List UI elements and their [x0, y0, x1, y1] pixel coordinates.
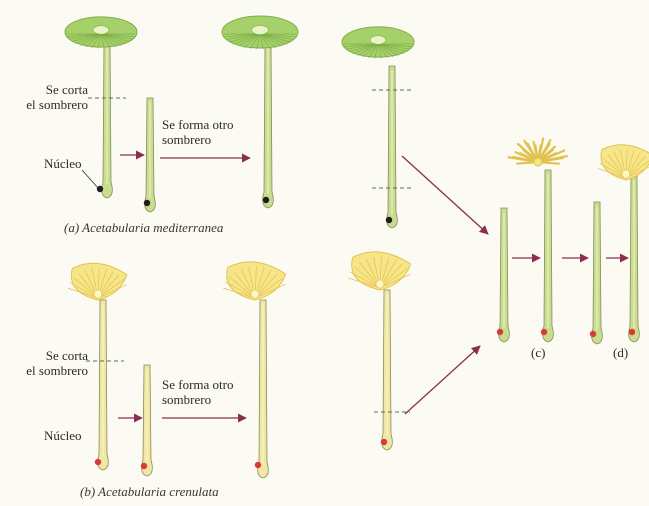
cap-green-a4 — [342, 27, 414, 58]
cap-green-a1 — [65, 17, 137, 48]
graft-stalk-2 — [543, 170, 554, 342]
nucleus-a4 — [386, 217, 392, 223]
graft-stalk-4 — [629, 176, 640, 342]
cap-yellow-b1 — [68, 263, 127, 300]
nucleus-label-b: Núcleo — [44, 428, 82, 443]
regrow-label-b: Se forma otro sombrero — [162, 377, 233, 407]
nucleus-a1 — [97, 186, 103, 192]
cut-cap-label-b: Se corta el sombrero — [10, 348, 88, 378]
panel-label-d: (d) — [613, 345, 628, 361]
stalk-b4 — [382, 290, 393, 450]
nucleus-pointer-a — [82, 170, 98, 188]
caption-b: (b) Acetabularia crenulata — [80, 484, 219, 500]
regrow-label-b-line2: sombrero — [162, 392, 233, 407]
graft-nucleus-3 — [590, 331, 596, 337]
cap-frilly-c — [509, 138, 567, 166]
graft-stalk-1 — [499, 208, 510, 342]
arrow-a-to-c — [402, 156, 488, 234]
graft-stalk-3 — [592, 202, 603, 344]
cut-cap-label-b-line2: el sombrero — [10, 363, 88, 378]
stalk-a1 — [102, 40, 113, 198]
regrow-label-a: Se forma otro sombrero — [162, 117, 233, 147]
caption-a: (a) Acetabularia mediterranea — [64, 220, 223, 236]
stalk-b1 — [98, 300, 109, 470]
stalk-b3 — [258, 300, 269, 478]
regrow-label-a-line1: Se forma otro — [162, 117, 233, 132]
cap-yellow-b3 — [223, 262, 286, 300]
regrow-label-b-line1: Se forma otro — [162, 377, 233, 392]
panel-label-c: (c) — [531, 345, 545, 361]
graft-nucleus-2 — [541, 329, 547, 335]
arrow-b-to-c — [405, 346, 480, 414]
regrow-label-a-line2: sombrero — [162, 132, 233, 147]
cut-cap-label-a: Se corta el sombrero — [10, 82, 88, 112]
graft-nucleus-4 — [629, 329, 635, 335]
stalk-b2 — [142, 365, 153, 476]
nucleus-label-a: Núcleo — [44, 156, 82, 171]
nucleus-b2 — [141, 463, 147, 469]
cut-cap-label-b-line1: Se corta — [10, 348, 88, 363]
graft-nucleus-1 — [497, 329, 503, 335]
cap-yellow-b4 — [348, 252, 411, 290]
cut-cap-label-a-line1: Se corta — [10, 82, 88, 97]
stalk-a3 — [263, 42, 274, 208]
nucleus-b1 — [95, 459, 101, 465]
cap-green-a3 — [222, 16, 298, 49]
nucleus-b3 — [255, 462, 261, 468]
stalk-a2 — [145, 98, 156, 212]
nucleus-b4 — [381, 439, 387, 445]
cut-cap-label-a-line2: el sombrero — [10, 97, 88, 112]
cap-yellow-d — [598, 145, 649, 180]
nucleus-a2 — [144, 200, 150, 206]
nucleus-a3 — [263, 197, 269, 203]
